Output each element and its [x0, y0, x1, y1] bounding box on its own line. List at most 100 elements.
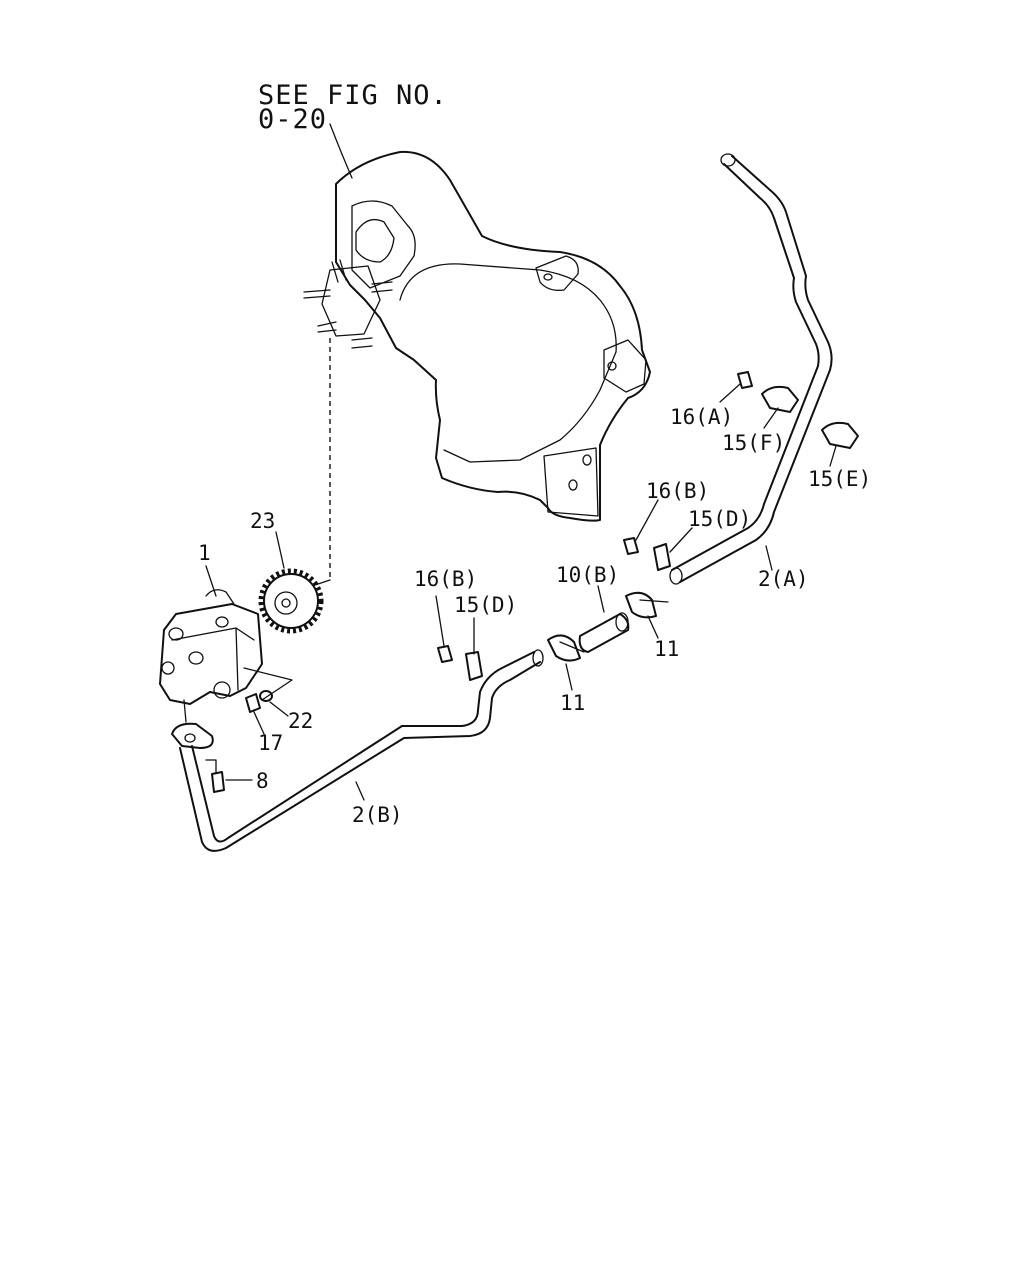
- gear-case-outline: [335, 150, 651, 522]
- bolt-16a: [737, 371, 753, 389]
- mount-flange: [321, 265, 381, 337]
- oil-pump-bolt-3: [161, 661, 175, 675]
- pipe-b-inner: [191, 651, 535, 843]
- callout-15d-right-leader: [669, 527, 693, 553]
- gear-case-hole-foot-1: [582, 454, 592, 466]
- timing-gear-case: [299, 150, 651, 591]
- oil-pump-bolt-1: [168, 627, 184, 641]
- gear-body: [263, 573, 319, 629]
- callout-2b: 2(B): [352, 803, 403, 827]
- callout-15f-leader: [763, 407, 779, 429]
- callout-8: 8: [256, 769, 269, 793]
- bolt-16b-left: [437, 645, 453, 663]
- gear-case-opening: [355, 218, 395, 263]
- gear-teeth: [258, 568, 324, 634]
- clip-set-right: 16(B) 15(D): [623, 479, 751, 571]
- callout-11-right: 11: [654, 637, 679, 661]
- stud-1: [303, 289, 331, 299]
- callout-2b-leader: [355, 781, 365, 801]
- callout-17: 17: [258, 731, 283, 755]
- callout-2a: 2(A): [758, 567, 809, 591]
- callout-22-bracket: [243, 667, 293, 701]
- hose-clamp-11-left-screw: [559, 641, 585, 653]
- stud-5: [317, 321, 337, 333]
- gear-case-boss-right: [603, 339, 647, 393]
- stud-4: [351, 337, 373, 349]
- pipe-b-outer: [179, 661, 541, 852]
- oil-pipe-b: 2(B): [179, 649, 544, 852]
- gear-bore: [281, 598, 291, 608]
- callout-16b-right-leader: [635, 499, 659, 541]
- pipe-a-outer: [679, 155, 833, 583]
- pipe-a-lower-end: [669, 567, 683, 585]
- gear-case-face: [399, 263, 617, 463]
- callout-11-left-leader: [565, 663, 573, 691]
- gear-case-hole-foot-2: [568, 479, 578, 491]
- oil-pump-plug: [213, 681, 231, 699]
- pipe-a-inner: [671, 163, 820, 571]
- rubber-hose-10b: [578, 613, 630, 653]
- pipe-a-upper-end: [720, 153, 736, 167]
- reference-note: SEE FIG NO. 0-20: [258, 80, 448, 179]
- clip-15e: [821, 421, 859, 449]
- callout-23-leader: [275, 531, 285, 569]
- callout-1-leader: [205, 565, 217, 597]
- oil-pipe-a: 2(A): [669, 153, 833, 591]
- pipe-flange: 8: [171, 722, 269, 793]
- bolt-8: [211, 771, 225, 793]
- oil-pump: 1: [159, 541, 263, 723]
- oil-pump-face-edge: [171, 627, 255, 691]
- gear-case-foot: [543, 447, 599, 517]
- bolt-8-guide: [205, 759, 217, 777]
- nut-17: [245, 693, 261, 713]
- stud-2: [331, 259, 347, 283]
- flange-hole: [184, 733, 196, 743]
- callout-1: 1: [198, 541, 211, 565]
- bolt-16b-right: [623, 537, 639, 555]
- reference-line-1: SEE FIG NO.: [258, 80, 448, 111]
- gear-case-boss-top: [535, 255, 579, 291]
- callout-23: 23: [250, 509, 275, 533]
- oil-pump-bolt-4: [215, 616, 229, 628]
- callout-11-right-leader: [647, 615, 659, 639]
- callout-11-left: 11: [560, 691, 585, 715]
- reference-leader: [329, 123, 353, 179]
- hose-clamp-11-right-screw: [639, 599, 669, 603]
- clip-15d-left: [465, 651, 483, 681]
- clip-15f: [761, 385, 799, 413]
- callout-15d-right: 15(D): [688, 507, 751, 531]
- callout-2a-leader: [765, 545, 773, 571]
- callout-10b-leader: [597, 585, 605, 613]
- reference-line-2: 0-20: [258, 104, 327, 135]
- callout-16a: 16(A): [670, 405, 733, 429]
- callout-15f: 15(F): [722, 431, 785, 455]
- flange-gasket: [171, 722, 214, 749]
- pipe-b-end: [532, 649, 544, 667]
- idler-gear: 23: [250, 509, 324, 634]
- gear-case-hole-top: [543, 273, 553, 281]
- clip-set-upper: 16(A) 15(F) 15(E): [670, 371, 871, 491]
- washer-22: [259, 690, 273, 702]
- callout-10b: 10(B): [556, 563, 619, 587]
- callout-16b-left: 16(B): [414, 567, 477, 591]
- gear-hub: [274, 591, 298, 615]
- gear-case-hole-right: [607, 361, 617, 371]
- clip-15d-right: [653, 543, 671, 571]
- callout-16b-right: 16(B): [646, 479, 709, 503]
- callout-22: 22: [288, 709, 313, 733]
- hose-clamp-11-right: [625, 591, 657, 619]
- hose-assembly: 11 10(B) 11: [547, 563, 679, 715]
- gear-case-inner-ridge: [351, 200, 416, 289]
- oil-pump-outlet: [183, 699, 187, 723]
- clip-set-left: 16(B) 15(D): [414, 567, 517, 681]
- oil-pump-body: [159, 603, 263, 705]
- oil-pump-top-boss: [205, 589, 235, 605]
- callout-15e: 15(E): [808, 467, 871, 491]
- callout-16b-left-leader: [435, 595, 445, 647]
- callout-16a-leader: [719, 383, 741, 403]
- hose-clamp-11-left: [547, 634, 581, 662]
- callout-15d-left: 15(D): [454, 593, 517, 617]
- stud-3: [371, 281, 393, 293]
